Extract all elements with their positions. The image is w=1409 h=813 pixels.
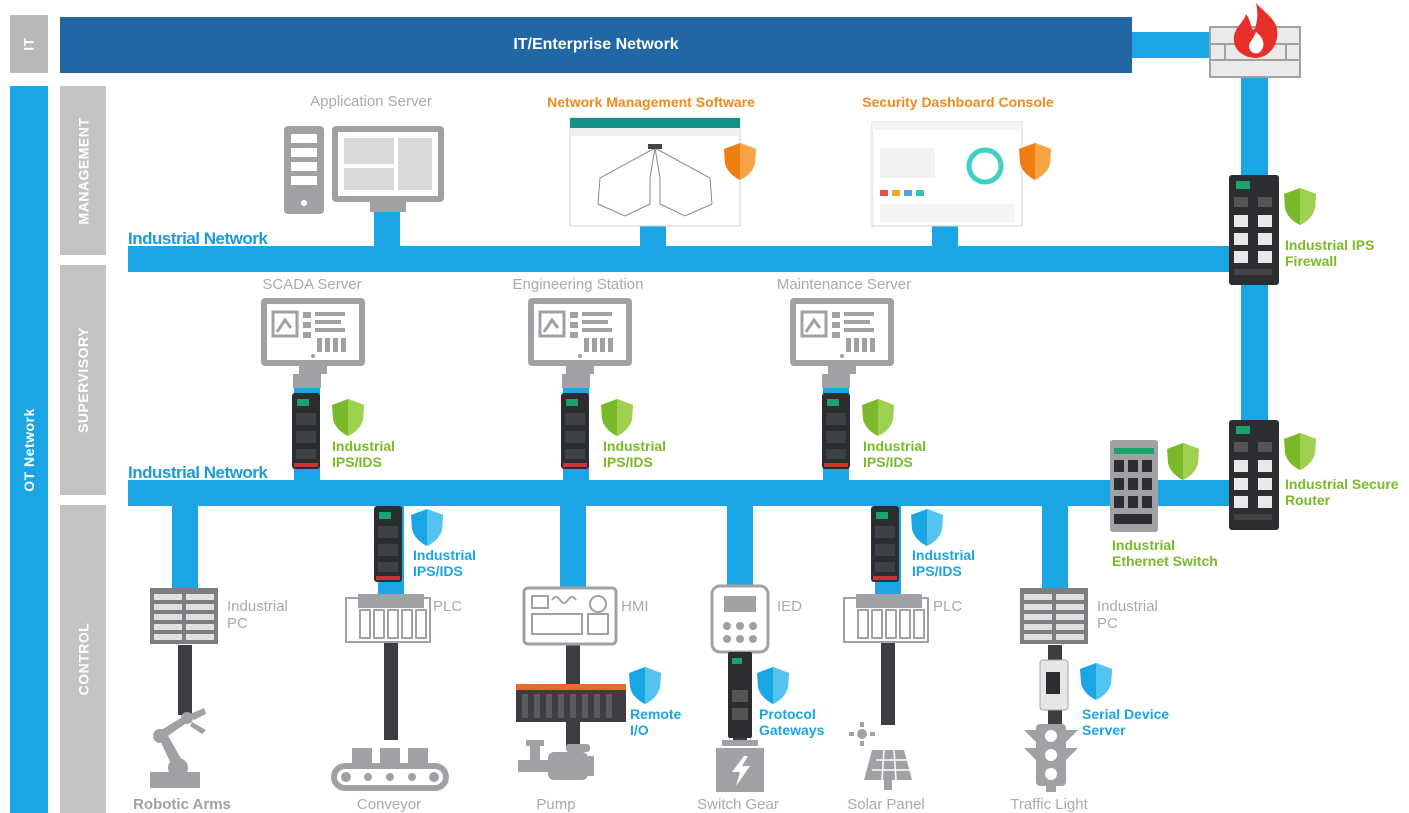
control-label: CONTROL <box>75 622 91 696</box>
management-side-bar <box>60 86 106 255</box>
conveyor-label: Conveyor <box>356 796 422 813</box>
control-side-bar <box>60 505 106 813</box>
traffic-light-icon <box>1024 724 1078 792</box>
ied-icon <box>710 584 770 654</box>
robotic-arms-label: Robotic Arms <box>133 796 231 813</box>
switch-gear-icon <box>716 740 764 792</box>
plc-label-1: PLC <box>433 598 463 615</box>
application-server-label: Application Server <box>310 93 432 110</box>
hmi-icon <box>522 586 618 646</box>
it-side-bar <box>10 15 48 73</box>
management-label: MANAGEMENT <box>75 117 92 224</box>
application-server-icon <box>284 126 444 214</box>
conveyor-icon <box>331 748 449 791</box>
ied-label: IED <box>777 598 803 615</box>
hmi-label: HMI <box>621 598 649 615</box>
enterprise-network-bar <box>60 17 1132 73</box>
supervisory-side-bar <box>60 265 106 495</box>
it-side-label: IT <box>20 37 37 51</box>
network-management-screen <box>569 117 741 227</box>
traffic-light-label: Traffic Light <box>1010 796 1088 813</box>
solar-panel-label: Solar Panel <box>847 796 925 813</box>
ot-side-bar <box>10 86 48 813</box>
security-dashboard-screen <box>871 121 1023 227</box>
solar-panel-icon <box>849 722 912 790</box>
industrial-network-top-bar <box>128 246 1270 272</box>
industrial-network-bottom-bar <box>128 480 1270 506</box>
ethernet-switch-icon <box>1110 440 1158 532</box>
firewall-icon <box>1209 3 1301 78</box>
ot-network-label: OT Network <box>21 407 38 492</box>
maintenance-server-label: Maintenance Server <box>776 276 912 293</box>
industrial-network-bottom-label: Industrial Network <box>128 463 268 482</box>
nms-label: Network Management Software <box>547 94 755 110</box>
remote-io-icon <box>516 684 626 722</box>
industrial-network-top-label: Industrial Network <box>128 229 268 248</box>
enterprise-network-label: IT/Enterprise Network <box>513 36 679 53</box>
serial-device-server-icon <box>1039 659 1069 711</box>
supervisory-label: SUPERVISORY <box>75 327 91 433</box>
scada-server-label: SCADA Server <box>262 276 362 293</box>
robotic-arm-icon <box>150 708 206 788</box>
engineering-station-label: Engineering Station <box>512 276 644 293</box>
switch-gear-label: Switch Gear <box>697 796 779 813</box>
protocol-gateway-icon <box>728 652 752 738</box>
pump-icon <box>518 740 594 780</box>
plc-label-2: PLC <box>933 598 963 615</box>
pump-label: Pump <box>536 796 576 813</box>
dashboard-label: Security Dashboard Console <box>862 94 1054 110</box>
